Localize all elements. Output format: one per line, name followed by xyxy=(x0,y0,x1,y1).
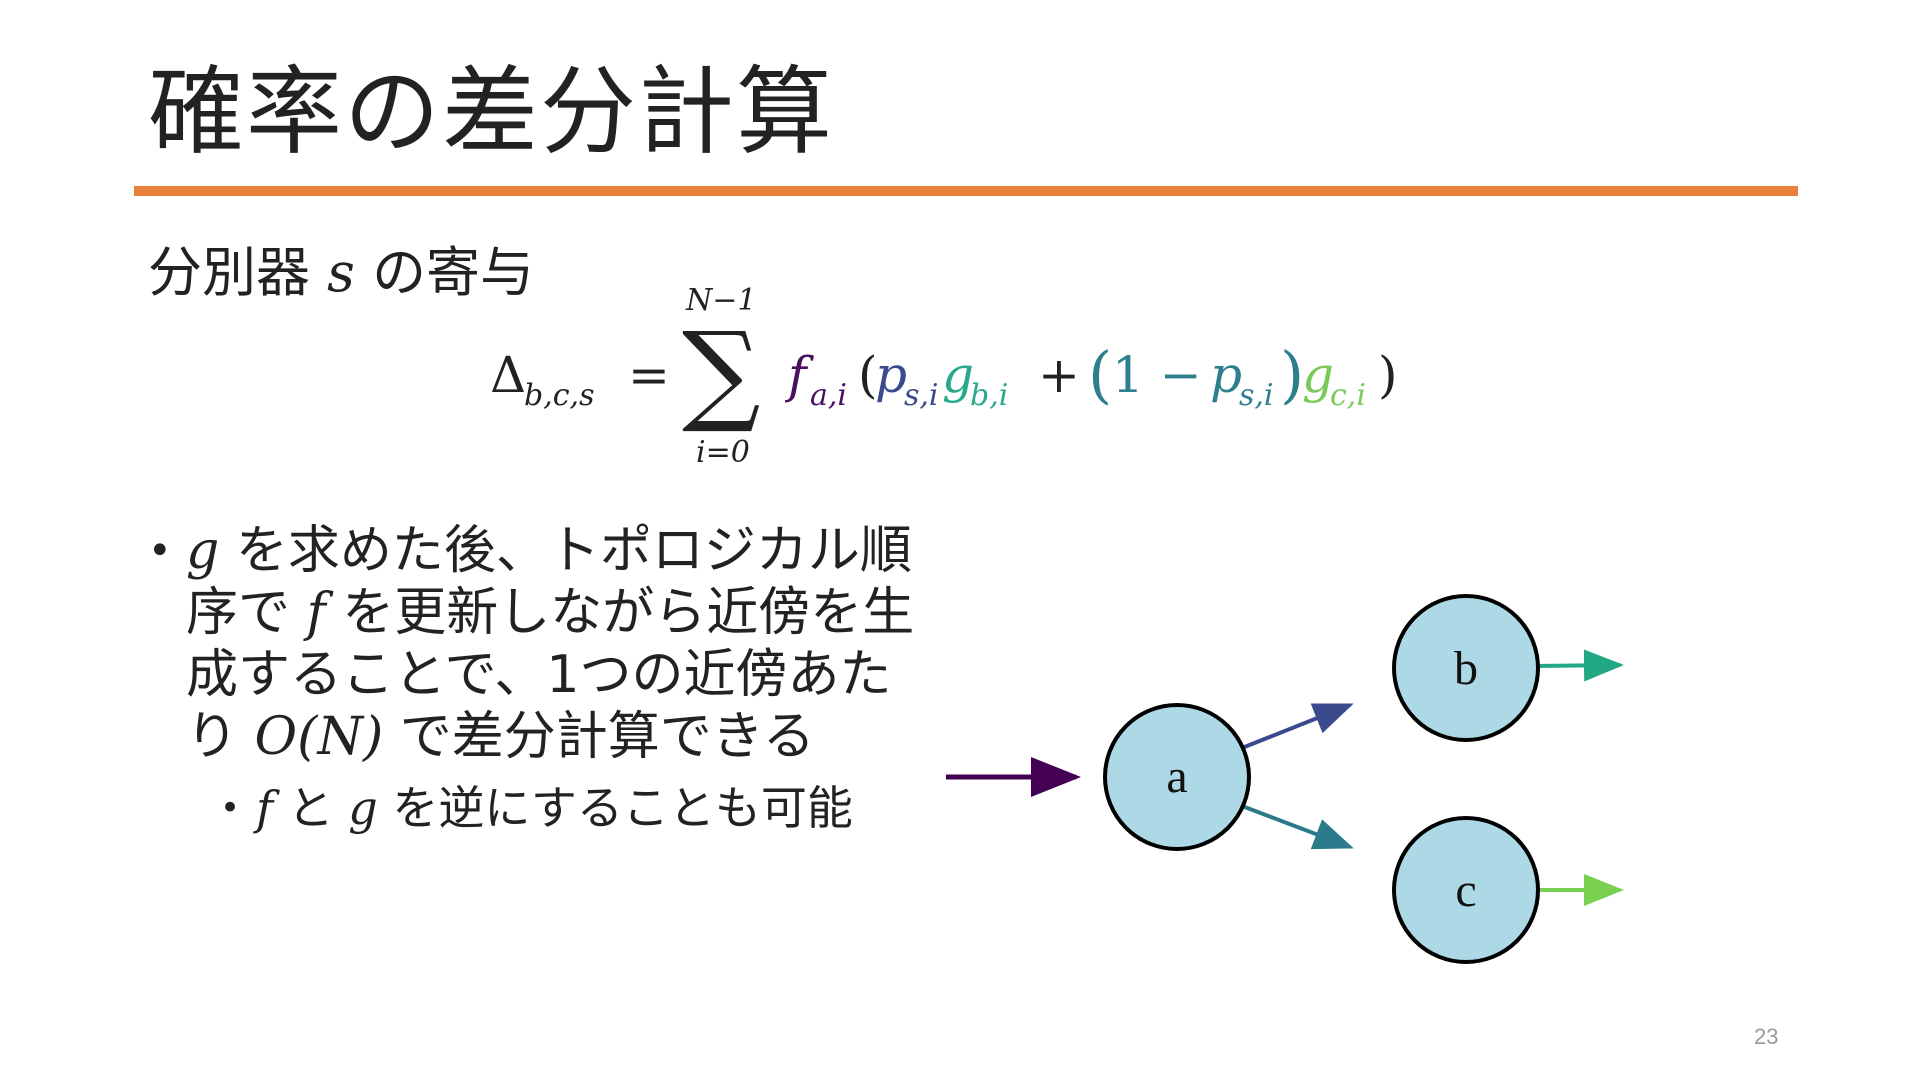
title-underline xyxy=(134,186,1798,196)
sub-bullet-var-f: f xyxy=(256,781,274,835)
formula-p1: p xyxy=(875,346,907,404)
formula-lhs-sub: b,c,s xyxy=(524,378,594,413)
bullet-text-3: で差分計算できる xyxy=(383,707,815,767)
formula-sigma: ∑ xyxy=(682,308,761,436)
formula-sum-lower: i=0 xyxy=(696,435,750,470)
node-a: a xyxy=(1103,703,1251,851)
node-c-label: c xyxy=(1455,864,1476,917)
subtitle-var: s xyxy=(327,241,355,304)
formula-lhs: Δ xyxy=(490,346,526,404)
bullet-dot: • xyxy=(148,528,172,574)
sub-bullet-var-g: g xyxy=(348,781,378,835)
formula-sum-upper: N−1 xyxy=(685,283,756,318)
formula-g2: g xyxy=(1302,346,1334,404)
bullet-item-sub: • f と g を逆にすることも可能 xyxy=(220,780,928,836)
slide-title: 確率の差分計算 xyxy=(148,56,834,168)
formula-p2: p xyxy=(1210,346,1242,404)
subtitle-pre: 分別器 xyxy=(148,241,310,304)
edge-a-c xyxy=(1241,804,1354,850)
sub-bullet-text-2: を逆にすることも可能 xyxy=(377,781,853,835)
page-number: 23 xyxy=(1754,1024,1779,1049)
bullet-var-g: g xyxy=(186,521,220,581)
formula-g1-sub: b,i xyxy=(970,378,1008,413)
formula-equals: = xyxy=(628,346,670,404)
bullet-list: • g を求めた後、トポロジカル順序で f を更新しながら近傍を生成することで、… xyxy=(148,520,928,836)
bullet-text-1: を求めた後、トポロジカル順序で xyxy=(186,521,912,643)
node-a-label: a xyxy=(1166,750,1187,803)
subtitle-post: の寄与 xyxy=(372,241,535,304)
bullet-item-main: • g を求めた後、トポロジカル順序で f を更新しながら近傍を生成することで、… xyxy=(148,520,928,768)
formula-p1-sub: s,i xyxy=(904,378,939,413)
bullet-text-2: を更新しながら近傍を生成することで、1つの近傍あたり xyxy=(186,583,915,767)
formula-plus: + xyxy=(1038,346,1080,404)
formula-lparen: ( xyxy=(858,346,878,404)
formula-p2-sub: s,i xyxy=(1239,378,1274,413)
formula-g1: g xyxy=(942,346,974,404)
node-b-label: b xyxy=(1454,642,1478,695)
dag-diagram: a b c xyxy=(946,594,1624,964)
sub-bullet-text-1: と xyxy=(273,781,349,835)
formula-rparen: ) xyxy=(1378,346,1398,404)
formula-lparen2: ( xyxy=(1088,338,1112,411)
bullet-var-f: f xyxy=(306,583,326,643)
bullet-var-on: O(N) xyxy=(254,707,384,767)
formula: Δ b,c,s = N−1 ∑ i=0 f a,i ( p s,i g b,i … xyxy=(490,283,1398,470)
formula-rparen2: ) xyxy=(1280,338,1304,411)
node-c: c xyxy=(1392,816,1540,964)
formula-one-minus: 1 − xyxy=(1112,346,1202,404)
formula-g2-sub: c,i xyxy=(1330,378,1366,413)
node-b: b xyxy=(1392,594,1540,742)
sub-bullet-dot: • xyxy=(220,788,241,828)
subtitle: 分別器 s の寄与 xyxy=(148,228,534,307)
edge-a-b xyxy=(1241,703,1354,750)
formula-f-sub: a,i xyxy=(810,378,847,413)
